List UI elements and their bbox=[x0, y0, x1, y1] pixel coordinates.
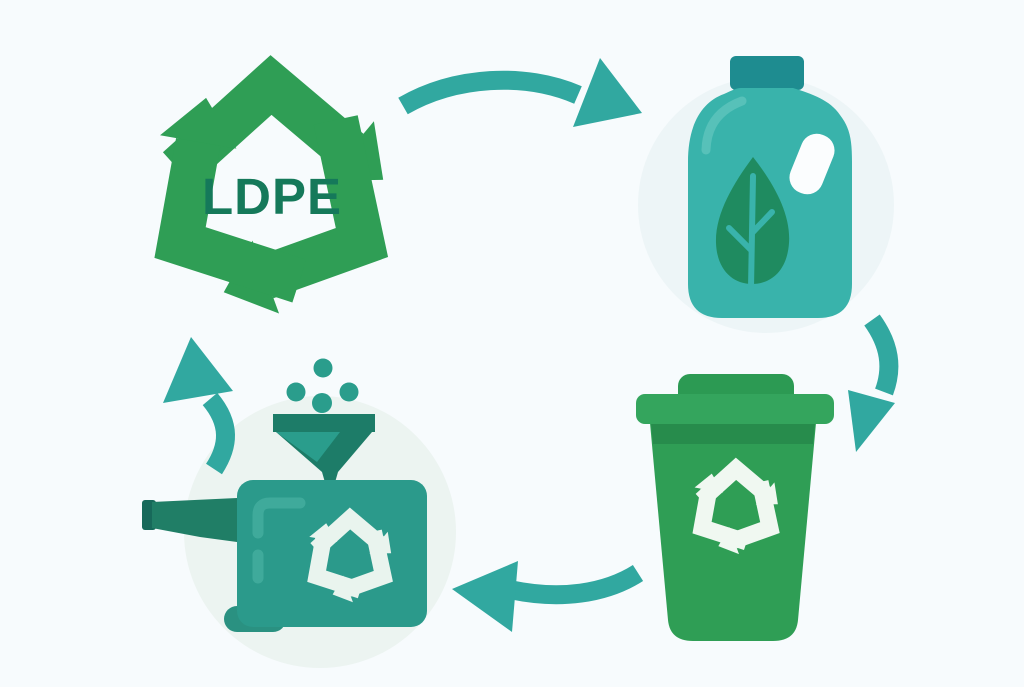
arrow-head bbox=[452, 561, 518, 632]
recycle-arm-head bbox=[694, 473, 724, 493]
pellet-dot bbox=[286, 382, 306, 402]
spout-nozzle bbox=[152, 498, 237, 542]
bin-lid-shadow bbox=[651, 423, 815, 444]
bottle-shine bbox=[701, 96, 747, 155]
recycle-arm-head bbox=[160, 97, 237, 149]
arrow-band bbox=[202, 392, 235, 475]
funnel-top bbox=[273, 414, 375, 432]
recycle-arm bbox=[692, 473, 750, 550]
bottle-handle-hole bbox=[789, 133, 835, 195]
arrow-head bbox=[163, 337, 233, 403]
bottle-icon bbox=[688, 56, 852, 318]
arrow-band bbox=[398, 70, 582, 115]
recycle-arm-band bbox=[154, 137, 307, 303]
pellet-dot bbox=[312, 393, 332, 413]
recycle-arm-band bbox=[692, 488, 750, 550]
recycle-arm-band bbox=[307, 537, 363, 599]
bin-recycle-icon bbox=[692, 457, 780, 555]
leaf-veins bbox=[726, 173, 775, 291]
machine-shine bbox=[252, 497, 306, 584]
leaf-icon bbox=[715, 157, 790, 291]
cycle-arrow-left bbox=[163, 337, 235, 475]
arrow-band bbox=[864, 314, 899, 396]
recycling-bin-icon bbox=[636, 374, 834, 641]
cycle-arrow-top bbox=[398, 58, 642, 127]
machine-recycle-icon bbox=[307, 507, 393, 603]
cycle-arrow-bottom bbox=[452, 561, 644, 632]
pellet-dot bbox=[313, 358, 333, 378]
ldpe-mobius-icon bbox=[154, 55, 389, 314]
arrow-band bbox=[510, 564, 644, 605]
bin-lid bbox=[636, 394, 834, 424]
spout bbox=[142, 498, 237, 542]
funnel-cone-light bbox=[276, 432, 340, 462]
funnel-icon bbox=[273, 414, 375, 486]
arrow-head bbox=[573, 58, 642, 127]
recycle-arm bbox=[307, 523, 363, 599]
recycling-machine-icon bbox=[142, 358, 427, 632]
cycle-arrow-right bbox=[848, 314, 899, 452]
bottle-cap bbox=[730, 56, 804, 90]
recycle-arm bbox=[154, 97, 307, 303]
pellet-dots bbox=[286, 358, 359, 413]
arrow-head bbox=[848, 390, 895, 452]
ldpe-label: LDPE bbox=[202, 168, 342, 225]
recycle-arm-head bbox=[309, 523, 338, 542]
machine-body bbox=[237, 480, 427, 627]
ldpe-recycling-symbol: LDPE bbox=[154, 55, 389, 314]
pellet-dot bbox=[339, 382, 359, 402]
